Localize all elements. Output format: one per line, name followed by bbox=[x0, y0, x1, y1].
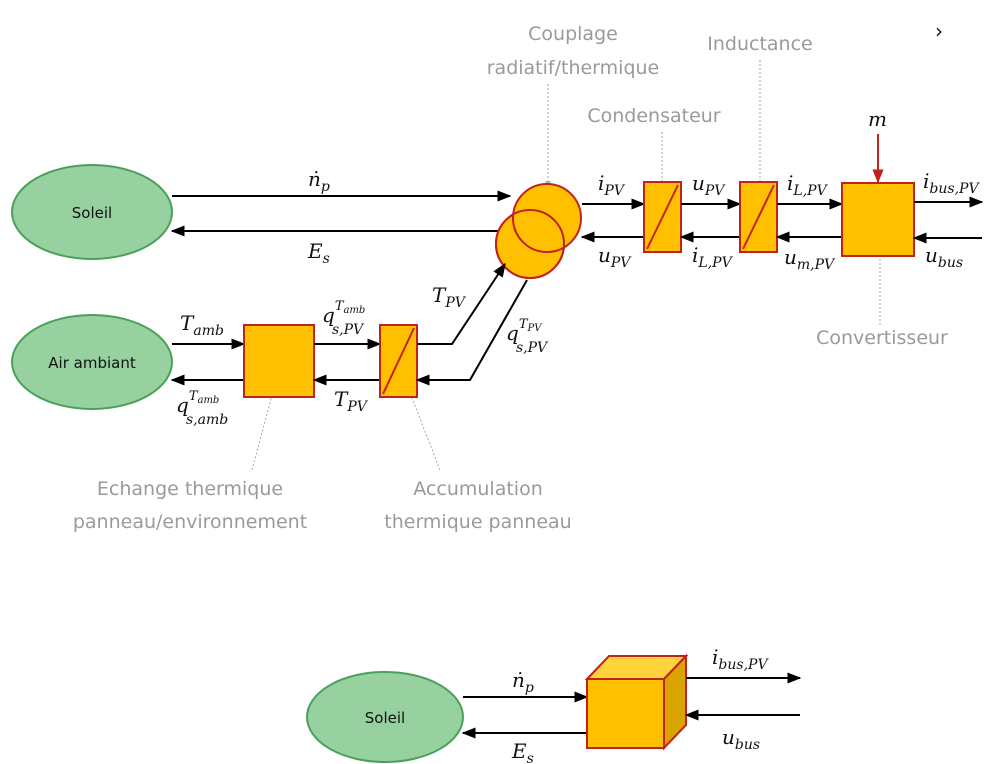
label-qspv-sub: s,PV bbox=[332, 322, 365, 338]
label-ilpv-bottom: iL,PV bbox=[692, 243, 734, 271]
arrow-tpv-up bbox=[417, 262, 506, 345]
coupling-circle-lower-outline bbox=[495, 209, 565, 279]
soleil-bottom-label: Soleil bbox=[365, 709, 405, 727]
soleil-source-ellipse bbox=[11, 164, 173, 260]
annotation-couplage-line2: radiatif/thermique bbox=[487, 57, 660, 79]
label-ubus-bottom: ubus bbox=[722, 725, 760, 753]
label-es: Es bbox=[307, 239, 330, 267]
soleil-bottom-ellipse bbox=[306, 671, 464, 763]
pv-cube-block bbox=[584, 653, 689, 751]
label-tamb: Tamb bbox=[180, 311, 224, 339]
annotation-accumulation-line2: thermique panneau bbox=[384, 511, 571, 533]
label-qamb-sub: s,amb bbox=[186, 412, 228, 428]
convertisseur-block bbox=[841, 182, 915, 257]
label-qamb: qTamb bbox=[176, 389, 219, 417]
annotation-echange-line1: Echange thermique bbox=[97, 478, 283, 500]
label-upv-top: uPV bbox=[692, 171, 726, 199]
label-umpv: um,PV bbox=[784, 245, 836, 273]
next-chevron-icon[interactable]: › bbox=[935, 19, 943, 43]
label-m: m bbox=[868, 107, 887, 131]
coupling-circle-upper bbox=[512, 183, 582, 253]
label-ibus: ibus,PV bbox=[923, 169, 980, 197]
annotation-echange-line2: panneau/environnement bbox=[73, 511, 307, 533]
label-ibus-bottom: ibus,PV bbox=[712, 645, 769, 673]
label-ubus: ubus bbox=[925, 243, 963, 271]
label-ilpv-top: iL,PV bbox=[787, 171, 829, 199]
accumulation-diagonal bbox=[382, 327, 415, 395]
label-ipv: iPV bbox=[598, 171, 626, 199]
label-qtpv-sub: s,PV bbox=[516, 340, 549, 356]
label-qtpv: qTPV bbox=[506, 317, 543, 345]
air-ambiant-source-ellipse bbox=[11, 314, 173, 410]
air-ambiant-label: Air ambiant bbox=[48, 354, 136, 372]
label-qspv: qTamb bbox=[322, 299, 365, 327]
annotation-convertisseur: Convertisseur bbox=[816, 327, 948, 349]
label-tpv-up: TPV bbox=[432, 283, 467, 311]
label-tpv-mid: TPV bbox=[334, 387, 369, 415]
inductance-diagonal bbox=[742, 184, 775, 250]
annotation-condensateur: Condensateur bbox=[587, 105, 720, 127]
echange-thermique-block bbox=[243, 324, 315, 398]
label-es-bottom: Es bbox=[511, 739, 534, 764]
condensateur-diagonal bbox=[646, 184, 679, 250]
label-np-bottom: ṅp bbox=[512, 668, 534, 696]
annotation-inductance: Inductance bbox=[707, 33, 812, 55]
arrow-qtpv bbox=[415, 279, 528, 386]
soleil-label: Soleil bbox=[72, 204, 112, 222]
label-np: ṅp bbox=[308, 167, 330, 195]
annotation-couplage-line1: Couplage bbox=[528, 23, 618, 45]
label-upv-bottom: uPV bbox=[598, 243, 632, 271]
annotation-accumulation-line1: Accumulation bbox=[413, 478, 542, 500]
